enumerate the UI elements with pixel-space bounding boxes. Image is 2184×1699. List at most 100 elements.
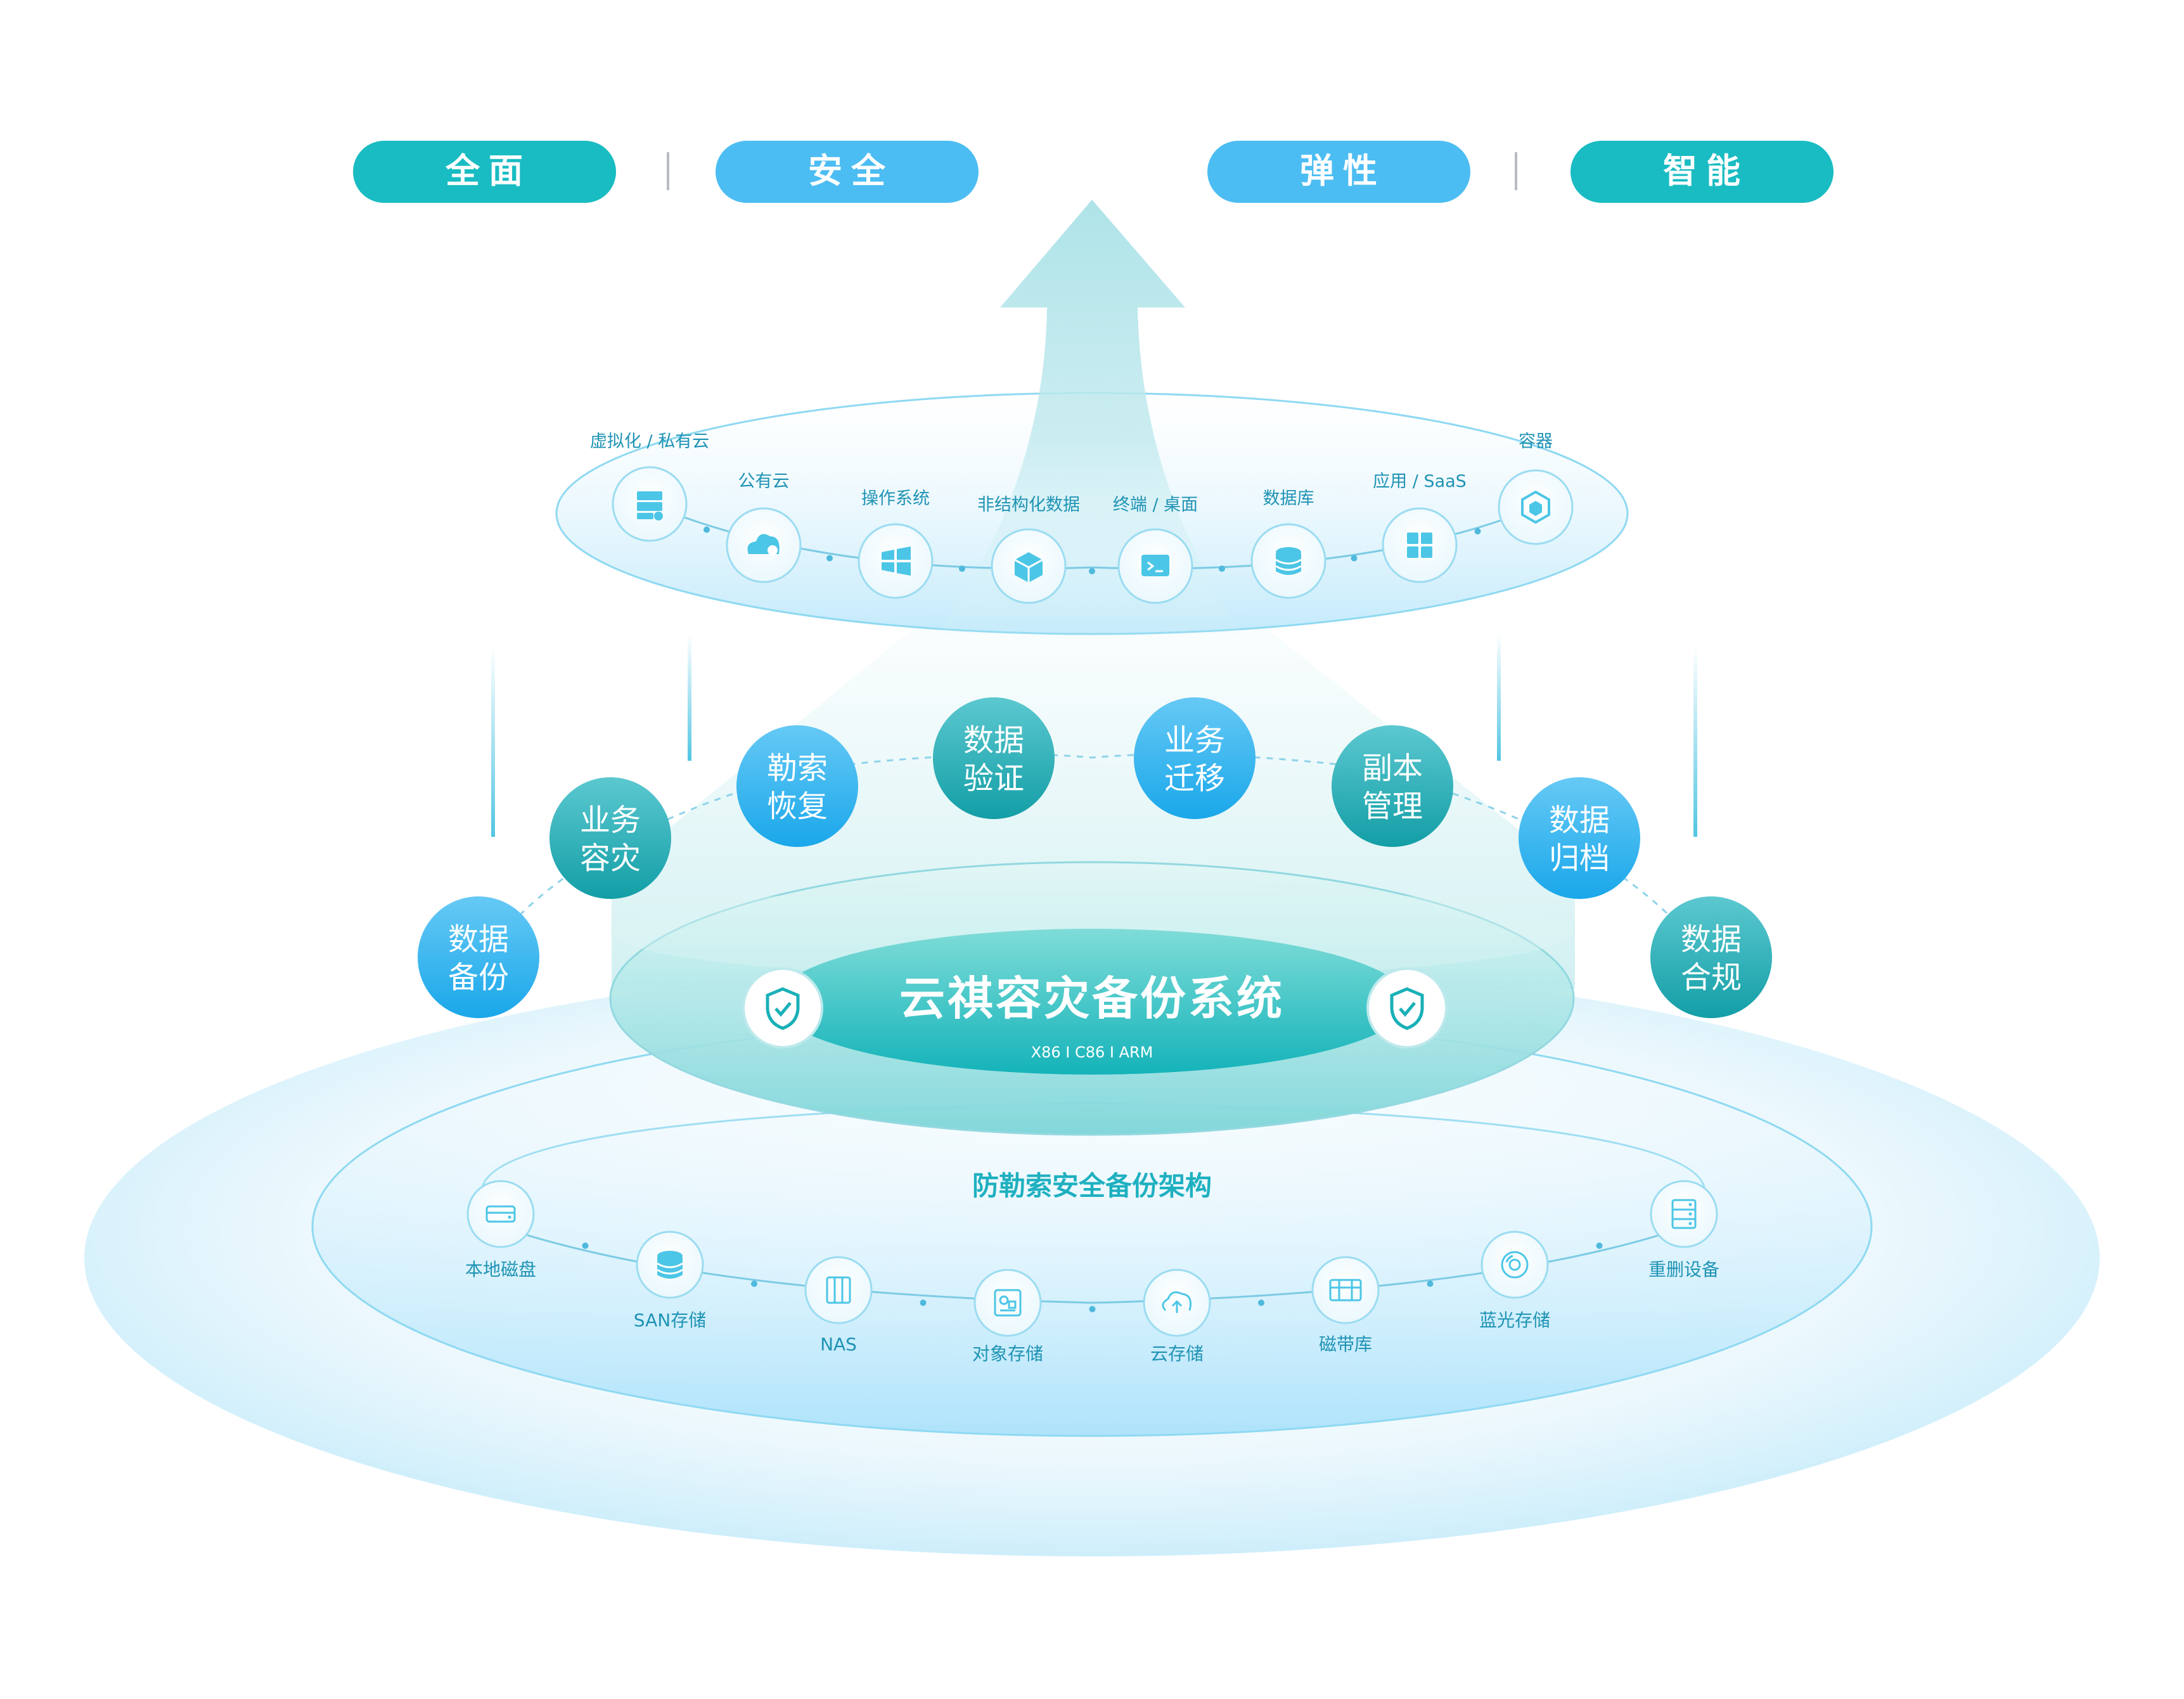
pill-divider — [1515, 152, 1517, 190]
feature-pill-label: 全面 — [445, 151, 532, 191]
side-line — [1497, 634, 1501, 761]
function-node-label: 数据 — [1549, 803, 1610, 838]
connector-dot — [582, 1243, 589, 1249]
disk-drive-icon — [485, 1205, 516, 1223]
storage-item-label: 对象存储 — [972, 1343, 1043, 1364]
terminal-icon — [1141, 555, 1169, 576]
connector-dot — [1219, 565, 1225, 572]
storage-item-label: NAS — [820, 1334, 857, 1355]
windows-icon — [882, 546, 911, 576]
storage-item[interactable]: 磁带库 — [1311, 1256, 1380, 1355]
side-line — [491, 647, 495, 837]
feature-pill: 智能 — [1571, 141, 1834, 203]
function-node-label: 恢复 — [767, 789, 828, 824]
function-node-label: 容灾 — [580, 841, 641, 876]
feature-pill-label: 安全 — [808, 151, 894, 191]
storage-item[interactable]: NAS — [804, 1256, 873, 1355]
function-node-label: 数据 — [1681, 922, 1742, 957]
top-ring-item[interactable]: 终端 / 桌面 — [1113, 495, 1198, 604]
function-node-label: 副本 — [1362, 751, 1423, 786]
tape-library-icon — [1329, 1279, 1362, 1302]
top-ring-item-label: 虚拟化 / 私有云 — [590, 432, 709, 451]
storage-item-label: 云存储 — [1150, 1343, 1204, 1364]
connector-dot — [1596, 1243, 1603, 1249]
top-ring-item[interactable]: 容器 — [1498, 432, 1574, 545]
object-storage-icon — [994, 1289, 1022, 1317]
function-node-label: 数据 — [963, 723, 1024, 758]
storage-item[interactable]: 重删设备 — [1648, 1180, 1719, 1280]
top-ring-item[interactable]: 虚拟化 / 私有云 — [590, 432, 709, 542]
database-icon — [1275, 547, 1302, 575]
app-grid-icon — [1407, 533, 1432, 558]
function-node-label: 合规 — [1681, 960, 1742, 995]
top-ring-item-label: 应用 / SaaS — [1373, 472, 1467, 491]
pill-divider — [667, 152, 669, 190]
top-ring-item[interactable]: 数据库 — [1250, 489, 1326, 599]
storage-item[interactable]: 对象存储 — [972, 1269, 1043, 1364]
storage-item-label: 蓝光存储 — [1479, 1310, 1550, 1331]
storage-item[interactable]: SAN存储 — [634, 1231, 706, 1331]
function-node-label: 迁移 — [1164, 761, 1225, 796]
server-stack-icon — [637, 491, 663, 520]
storage-item-label: SAN存储 — [634, 1310, 706, 1331]
connector-dot — [1258, 1300, 1264, 1306]
feature-pill: 弹性 — [1207, 141, 1470, 203]
shield-check-icon — [1390, 987, 1424, 1030]
connector-dot — [751, 1281, 757, 1287]
connector-dot — [826, 555, 833, 562]
top-ring-item[interactable]: 操作系统 — [858, 489, 934, 599]
base-title: 防勒索安全备份架构 — [972, 1170, 1212, 1201]
function-node-label: 数据 — [448, 922, 509, 957]
top-ring-item[interactable]: 应用 / SaaS — [1373, 472, 1467, 583]
storage-item[interactable]: 本地磁盘 — [465, 1180, 536, 1280]
upward-arrow — [938, 200, 1242, 634]
shield-badge — [1366, 967, 1448, 1049]
connector-dot — [703, 526, 710, 533]
function-node-label: 验证 — [963, 761, 1024, 796]
feature-pill-label: 智能 — [1663, 151, 1749, 191]
connector-dot — [1089, 568, 1095, 574]
top-ring-item-label: 数据库 — [1263, 489, 1314, 508]
storage-item-label: 磁带库 — [1319, 1334, 1372, 1355]
container-icon — [1521, 490, 1550, 524]
top-ring-item-label: 操作系统 — [861, 489, 930, 508]
connector-dot — [1474, 528, 1481, 534]
feature-pill-label: 弹性 — [1300, 151, 1386, 191]
function-node-label: 备份 — [448, 960, 509, 995]
storage-item[interactable]: 蓝光存储 — [1479, 1231, 1550, 1331]
side-line — [1693, 647, 1697, 837]
connector-dot — [1089, 1306, 1096, 1312]
top-ring-item-label: 容器 — [1519, 432, 1553, 451]
storage-item-label: 重删设备 — [1648, 1259, 1719, 1280]
top-ring-item[interactable]: 非结构化数据 — [977, 495, 1080, 604]
storage-item[interactable]: 云存储 — [1143, 1269, 1211, 1364]
connector-dot — [959, 565, 965, 572]
top-ring-item-label: 非结构化数据 — [977, 495, 1080, 515]
function-node-label: 归档 — [1549, 841, 1610, 876]
function-node-label: 管理 — [1362, 789, 1423, 824]
dedup-device-icon — [1671, 1199, 1697, 1229]
storage-item-label: 本地磁盘 — [465, 1259, 536, 1280]
optical-disc-icon — [1501, 1251, 1529, 1279]
function-arc — [477, 753, 1712, 964]
function-node-label: 勒索 — [767, 751, 828, 786]
side-line — [688, 634, 691, 761]
connector-dot — [1351, 555, 1358, 562]
shield-check-icon — [766, 987, 800, 1030]
connector-dot — [1427, 1281, 1434, 1287]
top-ring-item[interactable]: 公有云 — [726, 472, 802, 583]
top-ring-item-label: 公有云 — [738, 472, 790, 491]
core-title: 云祺容灾备份系统 — [899, 972, 1285, 1025]
cube-icon — [1014, 552, 1043, 583]
core-subtitle: X86 I C86 I ARM — [1031, 1043, 1153, 1061]
cloud-upload-icon — [1162, 1291, 1192, 1313]
